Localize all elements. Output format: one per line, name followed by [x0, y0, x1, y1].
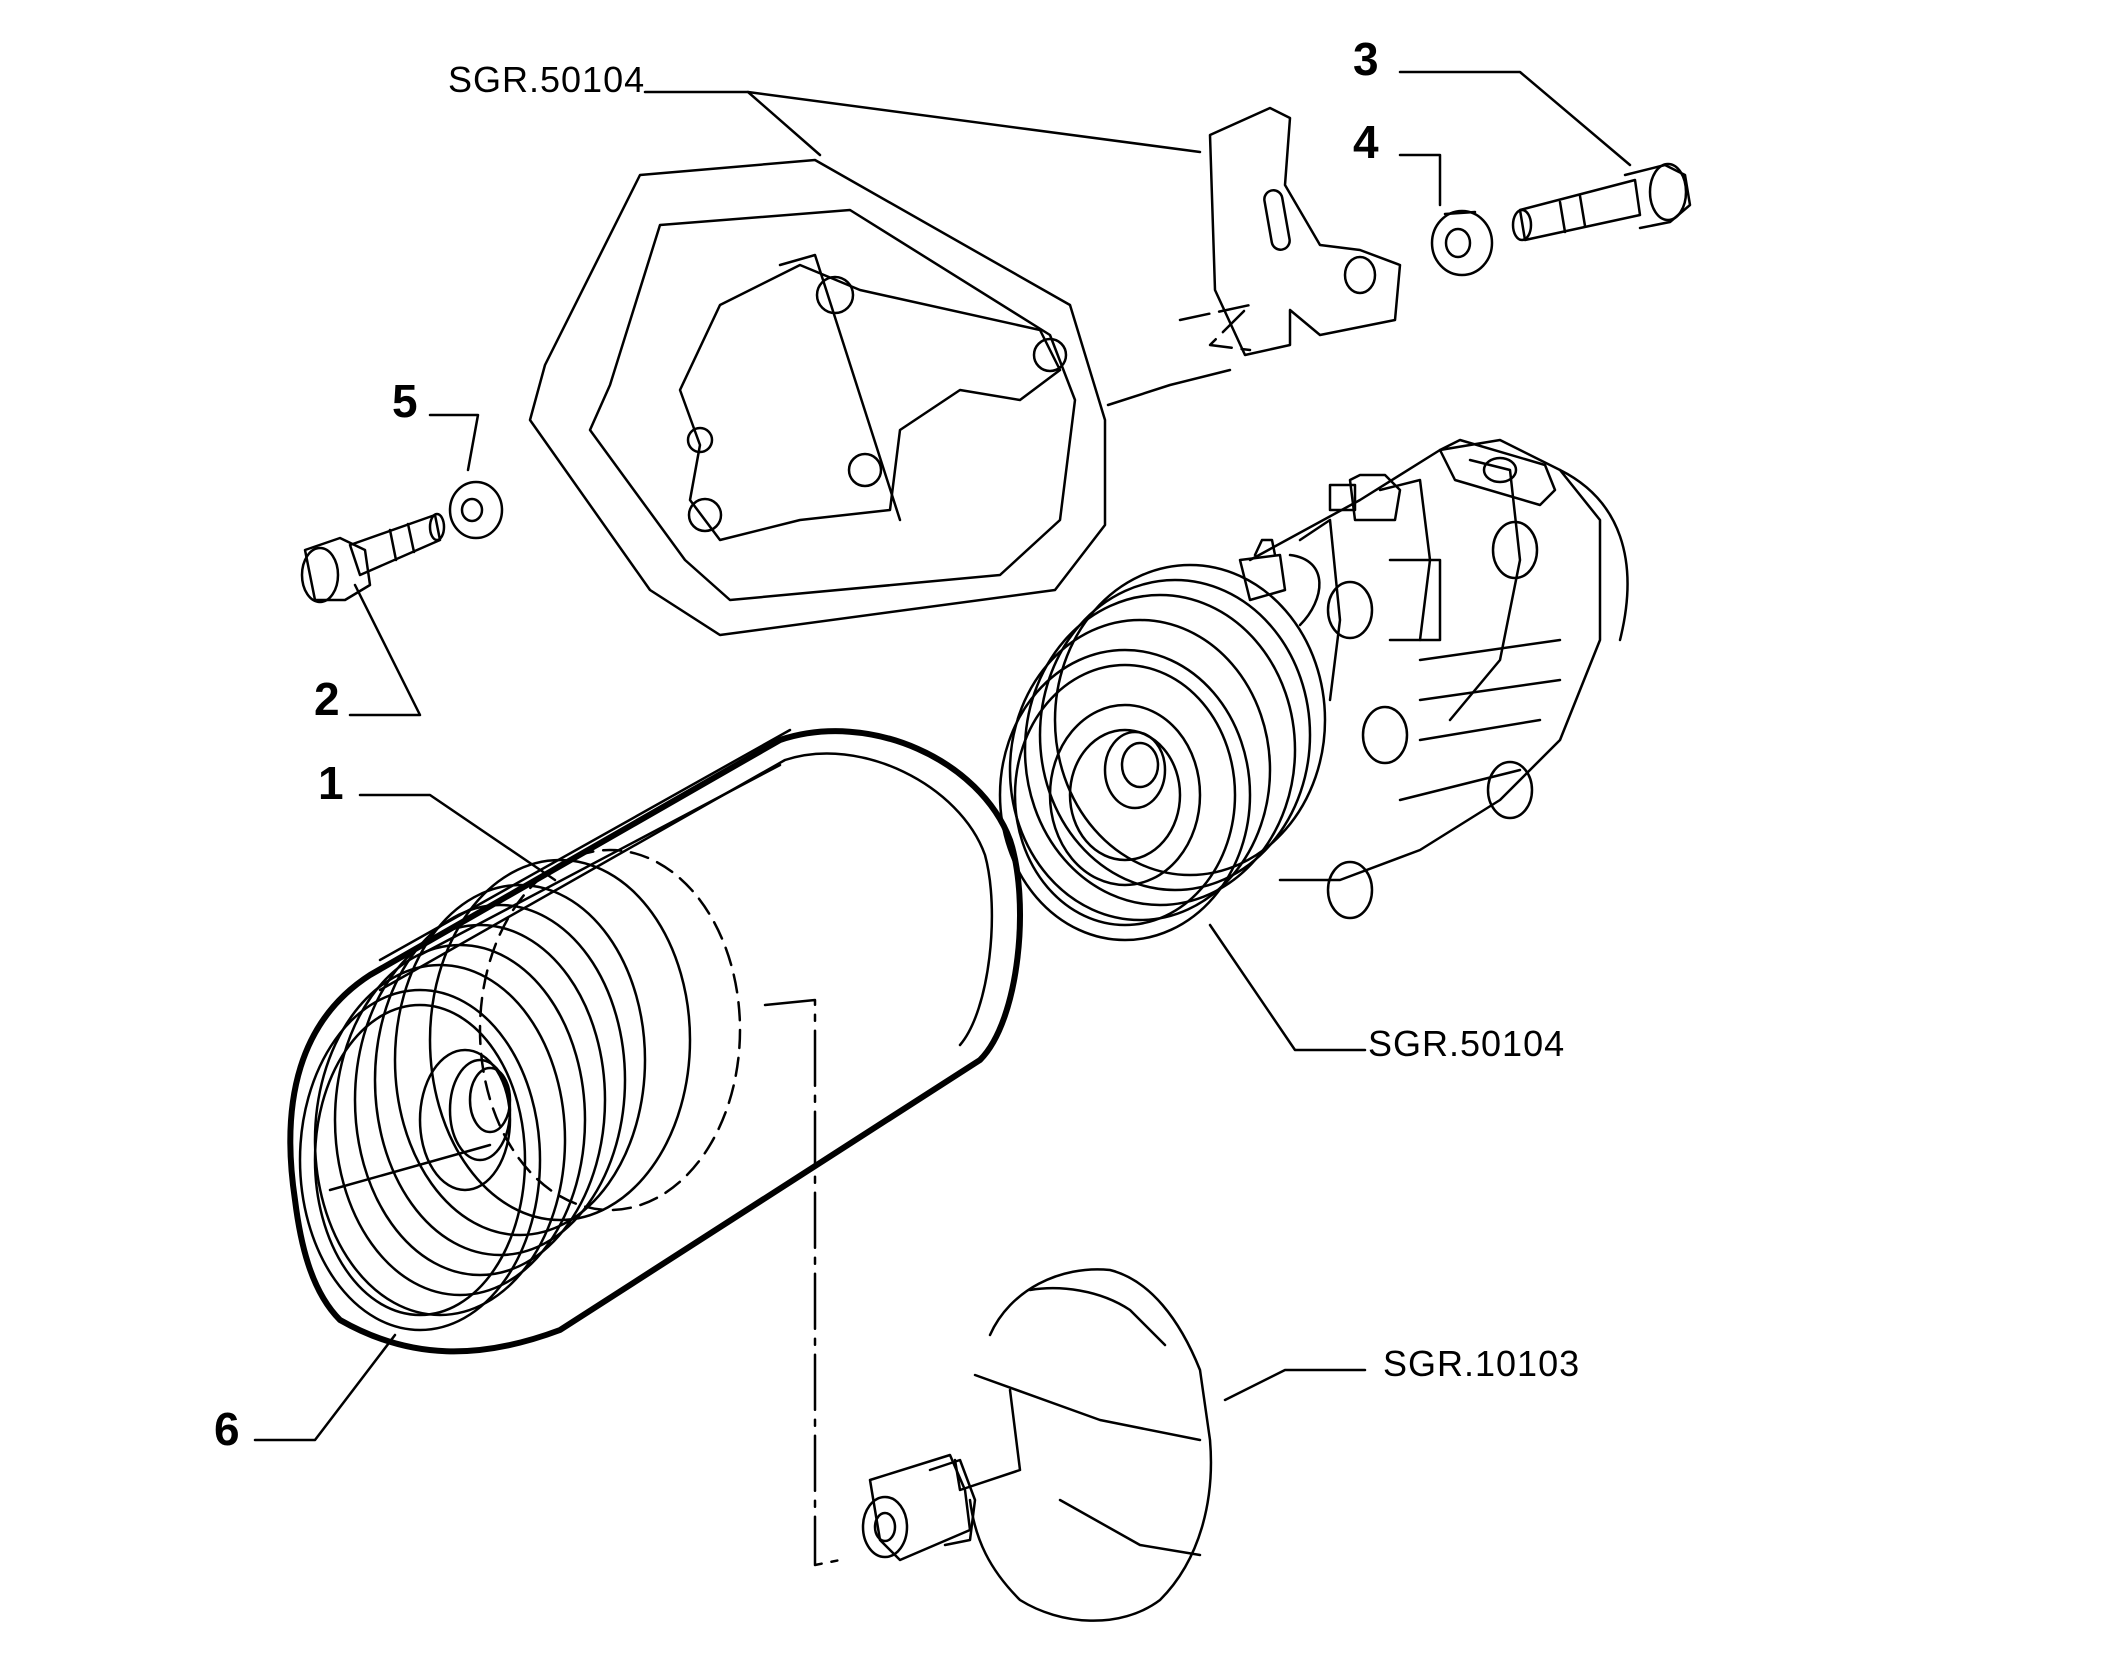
callout-6: 6 — [214, 1403, 240, 1455]
crankshaft — [863, 1269, 1211, 1620]
leader-ref-compressor — [1210, 925, 1365, 1050]
crank-pulley-1 — [300, 850, 740, 1330]
washer-4 — [1432, 211, 1492, 275]
reference-compressor: SGR.50104 — [1368, 1023, 1566, 1064]
callout-4: 4 — [1353, 116, 1379, 168]
leader-ref-bracket-2 — [748, 92, 1200, 152]
washer-5 — [450, 482, 502, 538]
mounting-bracket — [530, 160, 1230, 635]
leader-item-1 — [360, 795, 555, 880]
leader-item-3 — [1400, 72, 1630, 165]
leader-ref-bracket — [645, 92, 820, 155]
callout-3: 3 — [1353, 33, 1379, 85]
leader-item-6 — [255, 1335, 395, 1440]
bolt-2 — [302, 514, 444, 602]
leader-item-4 — [1400, 155, 1440, 205]
ac-compressor — [1000, 440, 1628, 940]
reference-crankshaft: SGR.10103 — [1383, 1343, 1581, 1384]
leader-item-5 — [430, 415, 478, 470]
small-bracket — [1180, 108, 1400, 355]
leader-lines — [255, 72, 1630, 1565]
leader-item-2 — [350, 585, 420, 715]
callout-1: 1 — [318, 757, 344, 809]
callout-2: 2 — [314, 673, 340, 725]
reference-bracket: SGR.50104 — [448, 59, 646, 100]
bolt-3 — [1513, 164, 1690, 240]
leader-ref-crankshaft — [1225, 1370, 1365, 1400]
axis-line — [765, 1000, 840, 1565]
callout-5: 5 — [392, 375, 418, 427]
drive-belt-6 — [290, 730, 1020, 1351]
